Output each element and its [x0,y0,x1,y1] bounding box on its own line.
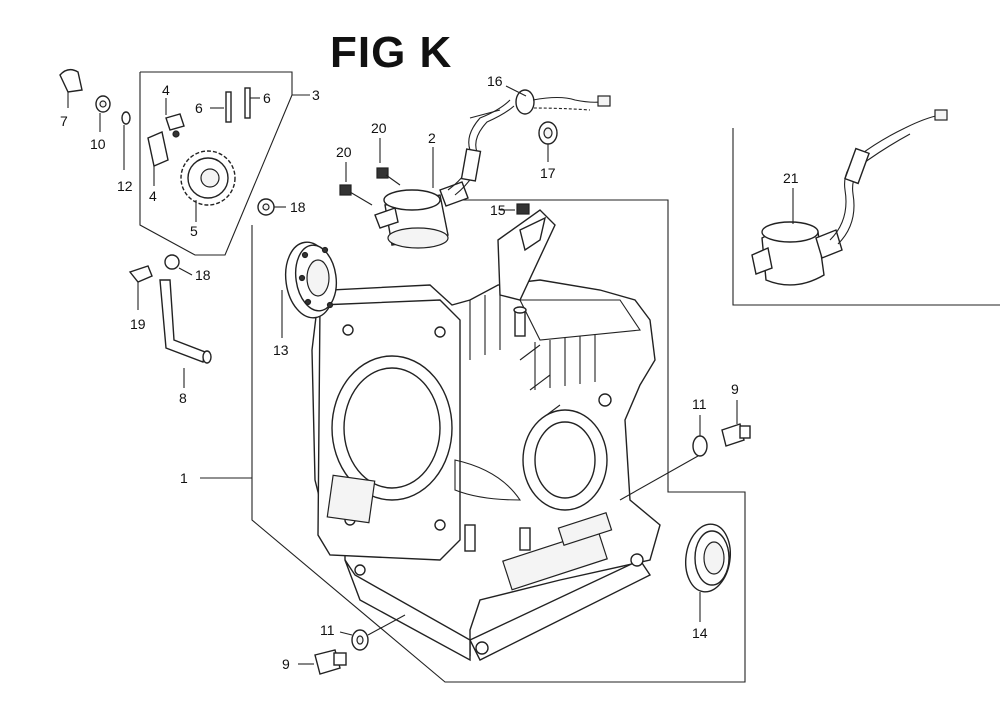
callout-16: 16 [487,73,503,89]
part-18-washer-upper [257,198,275,216]
group-frame-3 [139,71,293,256]
callout-2: 2 [428,130,436,146]
part-17-washer [538,121,558,145]
callout-19: 19 [130,316,146,332]
callout-4-upper: 4 [162,82,170,98]
part-14-oil-seal [685,523,731,593]
callout-14: 14 [692,625,708,641]
part-4-lever-upper [165,113,185,138]
callout-3: 3 [312,87,320,103]
callout-1: 1 [180,470,188,486]
callout-8: 8 [179,390,187,406]
cooling-fins [519,299,641,390]
part-19-clip [128,265,153,283]
part-15-nut [516,203,530,215]
part-2-oil-sensor [374,99,515,249]
part-20-bolts [339,167,401,206]
part-12-pin [121,111,131,125]
callout-20-lower: 20 [336,144,352,160]
part-16-wire [515,89,611,115]
callout-17: 17 [540,165,556,181]
part-10-washer [95,95,111,113]
callout-11-right: 11 [692,396,707,412]
callout-9-left: 9 [282,656,290,672]
callout-20-upper: 20 [371,120,387,136]
callout-21: 21 [783,170,799,186]
group-frame-1 [251,199,746,683]
callout-labels: 1 2 3 4 4 5 6 6 7 8 9 9 10 11 11 12 13 1… [60,73,799,672]
inset-frame-21 [732,128,1000,306]
callout-5: 5 [190,223,198,239]
part-13-bearing [284,241,338,319]
callout-18-upper: 18 [290,199,306,215]
callout-15: 15 [490,202,506,218]
part-7-plug [59,68,83,93]
callout-6-a: 6 [195,100,203,116]
part-21-oil-sensor [751,109,948,286]
callout-10: 10 [90,136,106,152]
part-11-washer-left [351,629,369,651]
part-11-washer-right [692,435,708,457]
callout-9-right: 9 [731,381,739,397]
callout-7: 7 [60,113,68,129]
callout-12: 12 [117,178,133,194]
part-18-washer-lower [164,254,180,270]
part-6-pin-a [225,91,232,123]
part-9-drain-plug-left [314,649,347,675]
part-5-gear [180,150,236,206]
part-6-pin-b [244,87,251,119]
callout-13: 13 [273,342,289,358]
part-8-breather-tube [159,279,212,364]
part-9-drain-plug-right [721,423,751,447]
part-4-lever-lower [147,131,169,167]
callout-6-b: 6 [263,90,271,106]
figure-title: FIG K [330,28,453,77]
callout-18-lower: 18 [195,267,211,283]
callout-4-lower: 4 [149,188,157,204]
callout-11-left: 11 [320,622,335,638]
crankcase [311,209,661,662]
